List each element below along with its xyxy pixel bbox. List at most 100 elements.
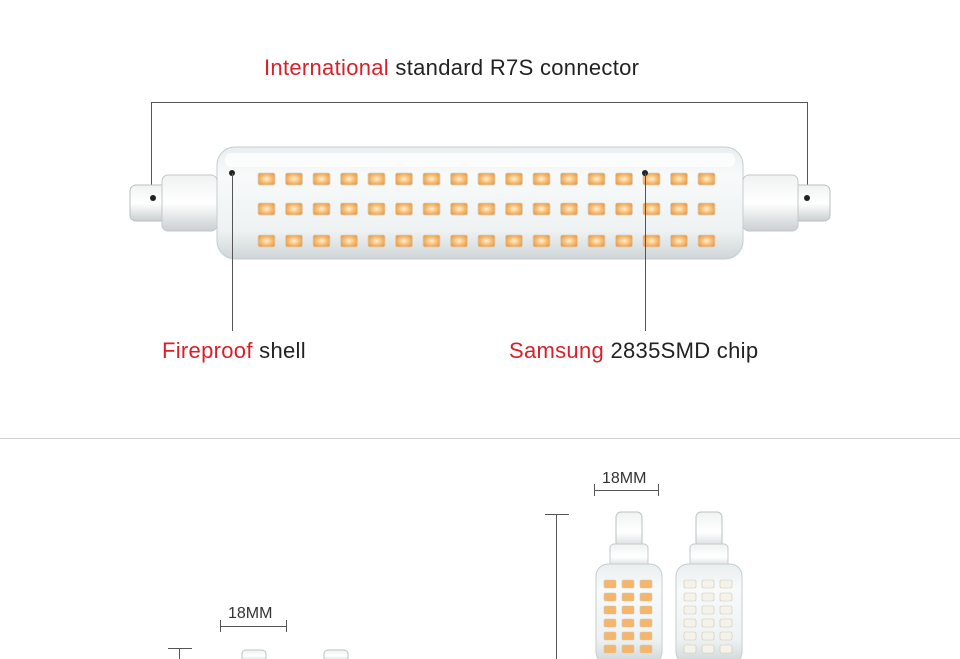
led-chip xyxy=(621,618,635,628)
led-chip xyxy=(683,592,697,602)
shell-callout-text: shell xyxy=(252,338,306,363)
led-chip xyxy=(719,618,733,628)
section-divider xyxy=(0,438,960,439)
led-chip xyxy=(639,618,653,628)
led-chip xyxy=(670,172,688,186)
led-chip xyxy=(285,234,303,248)
led-chip xyxy=(477,234,496,248)
led-chip xyxy=(285,172,303,186)
led-chip xyxy=(312,234,331,248)
led-chip xyxy=(532,172,551,186)
height-line-right xyxy=(556,514,557,659)
width-tick-left-a xyxy=(220,620,221,632)
led-chip xyxy=(505,172,523,186)
connector-callout: International standard R7S connector xyxy=(264,55,639,81)
led-chip xyxy=(719,605,733,615)
led-chip xyxy=(560,172,578,186)
led-chip xyxy=(450,172,468,186)
led-chip xyxy=(701,618,715,628)
led-chip xyxy=(697,234,716,248)
led-chip xyxy=(422,202,441,216)
led-chip xyxy=(701,592,715,602)
led-chip xyxy=(683,644,697,654)
width-line-left xyxy=(220,626,286,627)
led-chip xyxy=(477,202,496,216)
led-chip xyxy=(621,579,635,589)
led-chip xyxy=(603,618,617,628)
led-chip xyxy=(621,592,635,602)
led-chip xyxy=(450,202,468,216)
width-tick-right-b xyxy=(658,484,659,496)
led-chip xyxy=(395,172,413,186)
led-chip xyxy=(719,644,733,654)
led-chip xyxy=(312,202,331,216)
led-chip xyxy=(367,172,386,186)
width-tick-right-a xyxy=(594,484,595,496)
led-chip xyxy=(603,631,617,641)
led-chip xyxy=(639,631,653,641)
height-line-left xyxy=(179,648,180,659)
led-chip xyxy=(701,579,715,589)
led-chip xyxy=(257,202,276,216)
led-chip xyxy=(719,592,733,602)
led-chip xyxy=(639,579,653,589)
width-tick-left-b xyxy=(286,620,287,632)
led-chip xyxy=(477,172,496,186)
connector-bracket-top xyxy=(151,102,808,103)
led-chip xyxy=(603,592,617,602)
led-chip xyxy=(367,234,386,248)
led-chip xyxy=(395,202,413,216)
led-chip xyxy=(340,172,358,186)
led-chip xyxy=(587,202,606,216)
led-chip xyxy=(505,234,523,248)
led-chip xyxy=(560,234,578,248)
led-chip xyxy=(285,202,303,216)
led-chip xyxy=(621,631,635,641)
led-chip xyxy=(560,202,578,216)
led-chip xyxy=(642,172,661,186)
shell-pointer-line xyxy=(232,173,233,331)
led-chip xyxy=(719,631,733,641)
height-tick-left-top xyxy=(168,648,192,649)
short-bulb-white-illustration xyxy=(675,511,743,659)
led-chip xyxy=(603,579,617,589)
led-chip xyxy=(422,172,441,186)
led-chip xyxy=(701,631,715,641)
led-chip xyxy=(587,234,606,248)
led-chip xyxy=(340,234,358,248)
led-chip xyxy=(450,234,468,248)
width-line-right xyxy=(594,490,658,491)
shell-callout-highlight: Fireproof xyxy=(162,338,253,363)
chip-pointer-line xyxy=(645,173,646,331)
r7s-led-bulb-illustration xyxy=(129,146,831,260)
chip-callout-highlight: Samsung xyxy=(509,338,605,363)
connector-bracket-right xyxy=(807,102,808,198)
short-bulb-warm-illustration xyxy=(595,511,663,659)
height-tick-right-top xyxy=(545,514,569,515)
led-chip xyxy=(719,579,733,589)
led-chip xyxy=(683,631,697,641)
led-chip xyxy=(257,172,276,186)
led-chip xyxy=(603,644,617,654)
led-chip xyxy=(422,234,441,248)
led-chip xyxy=(701,605,715,615)
shell-callout: Fireproof shell xyxy=(162,338,306,364)
led-chip xyxy=(621,605,635,615)
led-chip xyxy=(670,202,688,216)
led-chip xyxy=(683,605,697,615)
led-chip xyxy=(701,644,715,654)
led-chip xyxy=(367,202,386,216)
led-chip xyxy=(615,172,633,186)
connector-right-pointer-dot xyxy=(804,195,810,201)
led-chip xyxy=(532,202,551,216)
chip-callout-text: 2835SMD chip xyxy=(604,338,759,363)
led-chip xyxy=(615,202,633,216)
led-chip xyxy=(587,172,606,186)
width-label-right: 18MM xyxy=(602,470,647,487)
led-chip xyxy=(340,202,358,216)
led-chip xyxy=(683,618,697,628)
led-chip xyxy=(603,605,617,615)
led-chip xyxy=(257,234,276,248)
led-chip xyxy=(639,592,653,602)
led-chip xyxy=(697,172,716,186)
